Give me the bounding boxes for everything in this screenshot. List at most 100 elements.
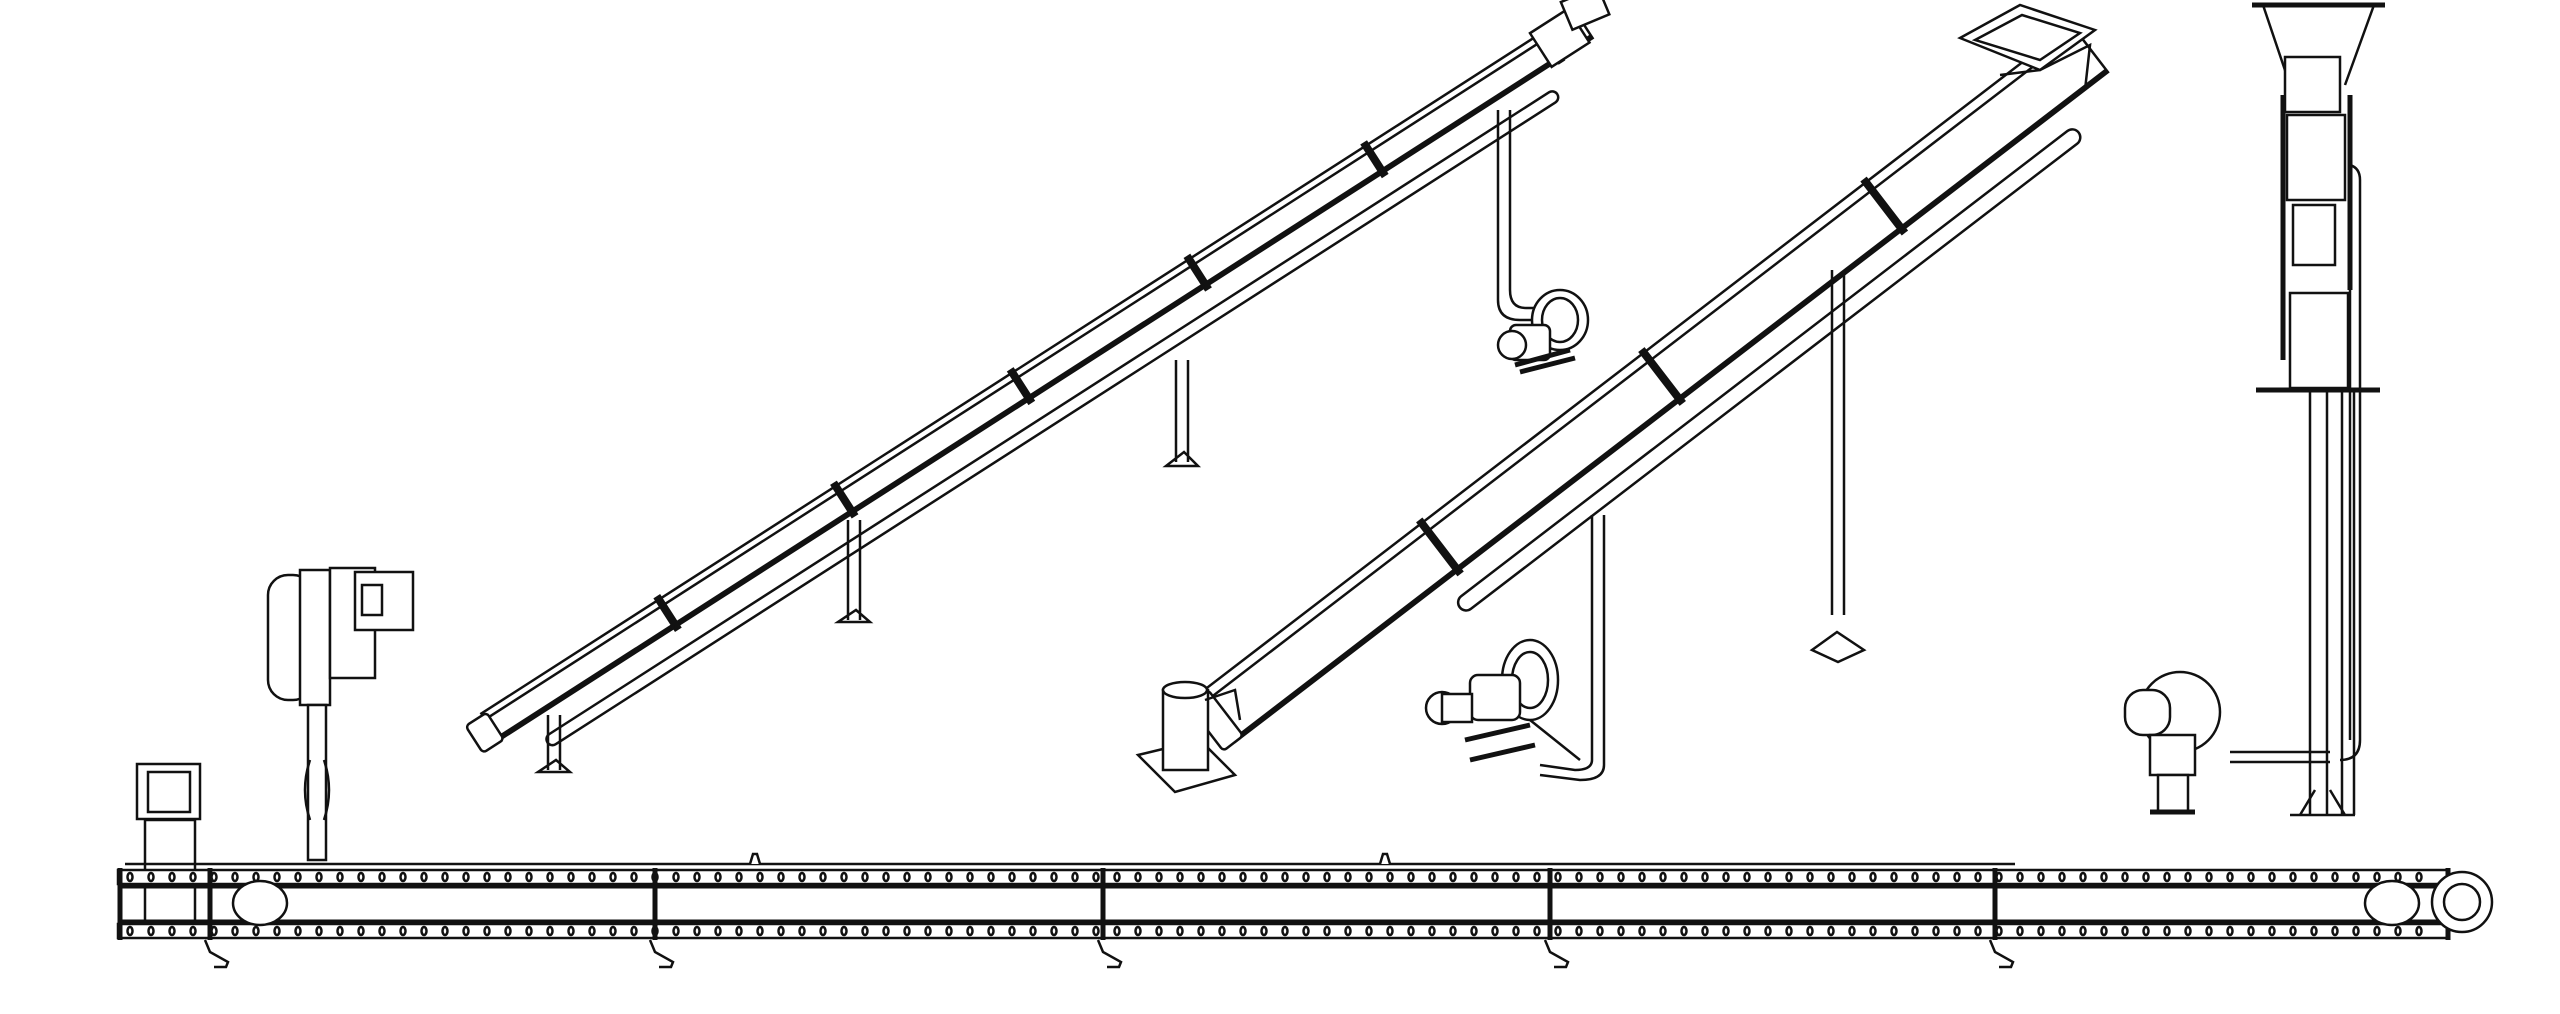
bolt (1596, 458, 1601, 463)
bolt (2415, 925, 2423, 937)
bolt (1200, 284, 1205, 289)
bolt (2053, 107, 2058, 112)
bolt (1260, 925, 1268, 937)
bolt (147, 925, 155, 937)
bolt (1825, 282, 1830, 287)
bolt (399, 925, 407, 937)
bolt (1386, 925, 1394, 937)
bolt (2100, 871, 2108, 883)
bolt (1525, 512, 1530, 517)
end-bearing (465, 712, 504, 753)
bolt (1854, 260, 1859, 265)
bolt (525, 871, 533, 883)
bolt (1079, 361, 1084, 366)
bolt (252, 925, 260, 937)
bolt (1974, 925, 1982, 937)
bolt (1003, 410, 1008, 415)
bolt (1491, 871, 1499, 883)
bolt (806, 536, 811, 541)
bolt (1428, 871, 1436, 883)
bolt (1443, 128, 1448, 133)
bolt (625, 653, 630, 658)
bolt (1575, 871, 1583, 883)
bolt (1488, 99, 1493, 104)
bolt (777, 871, 785, 883)
bolt (357, 871, 365, 883)
bolt (1974, 871, 1982, 883)
bolt (2016, 871, 2024, 883)
bolt (987, 871, 995, 883)
blower-left (266, 566, 415, 862)
support-foot (648, 939, 675, 969)
bolt (1092, 871, 1100, 883)
bolt (546, 871, 554, 883)
bolt (2394, 925, 2402, 937)
bolt (1064, 371, 1069, 376)
bolt (1533, 871, 1541, 883)
bolt (1925, 206, 1930, 211)
bolt (147, 871, 155, 883)
tube-flange (1638, 347, 1686, 406)
lifting-lug (748, 852, 762, 865)
bolt (2310, 925, 2318, 937)
inlet-hopper-2 (1957, 3, 2098, 91)
bolt (973, 429, 978, 434)
bolt (1134, 871, 1142, 883)
bolt (2121, 925, 2129, 937)
bolt (903, 925, 911, 937)
tail-pulley (231, 879, 289, 927)
tube-flange (830, 480, 859, 519)
bolt (1701, 925, 1709, 937)
bolt (966, 925, 974, 937)
bolt (1722, 871, 1730, 883)
bolt (189, 925, 197, 937)
bolt (756, 871, 764, 883)
bolt (2184, 925, 2192, 937)
bolt (685, 614, 690, 619)
bolt (1512, 871, 1520, 883)
bolt (2163, 871, 2171, 883)
bolt (1596, 925, 1604, 937)
motor-2 (1424, 638, 1581, 763)
bolt (1511, 523, 1516, 528)
bolt (2247, 925, 2255, 937)
bolt (273, 871, 281, 883)
bolt (912, 468, 917, 473)
bolt (1282, 699, 1287, 704)
bolt (1439, 578, 1444, 583)
bolt (1470, 925, 1478, 937)
bolt (714, 925, 722, 937)
bolt (588, 925, 596, 937)
bolt (1185, 293, 1190, 298)
bolt (1397, 157, 1402, 162)
bolt (2268, 925, 2276, 937)
bolt (1239, 925, 1247, 937)
bolt (1659, 925, 1667, 937)
blower-right (2123, 670, 2222, 815)
bolt (2268, 871, 2276, 883)
bolt (168, 871, 176, 883)
bolt (1806, 925, 1814, 937)
bolt (1218, 925, 1226, 937)
bolt (2142, 871, 2150, 883)
bolt (2058, 925, 2066, 937)
bolt (1281, 925, 1289, 937)
support-foot (1543, 939, 1570, 969)
bolt (1368, 633, 1373, 638)
bolt (1382, 167, 1387, 172)
bolt (2289, 871, 2297, 883)
bolt (567, 871, 575, 883)
bolt (945, 871, 953, 883)
bolt (1554, 925, 1562, 937)
bolt (1617, 871, 1625, 883)
bolt (1785, 871, 1793, 883)
bolt (1155, 871, 1163, 883)
bolt (503, 731, 508, 736)
bolt (798, 925, 806, 937)
bolt (504, 871, 512, 883)
bolt (1743, 925, 1751, 937)
bolt (1768, 326, 1773, 331)
bolt (1365, 925, 1373, 937)
bolt (315, 925, 323, 937)
bolt (1869, 925, 1877, 937)
